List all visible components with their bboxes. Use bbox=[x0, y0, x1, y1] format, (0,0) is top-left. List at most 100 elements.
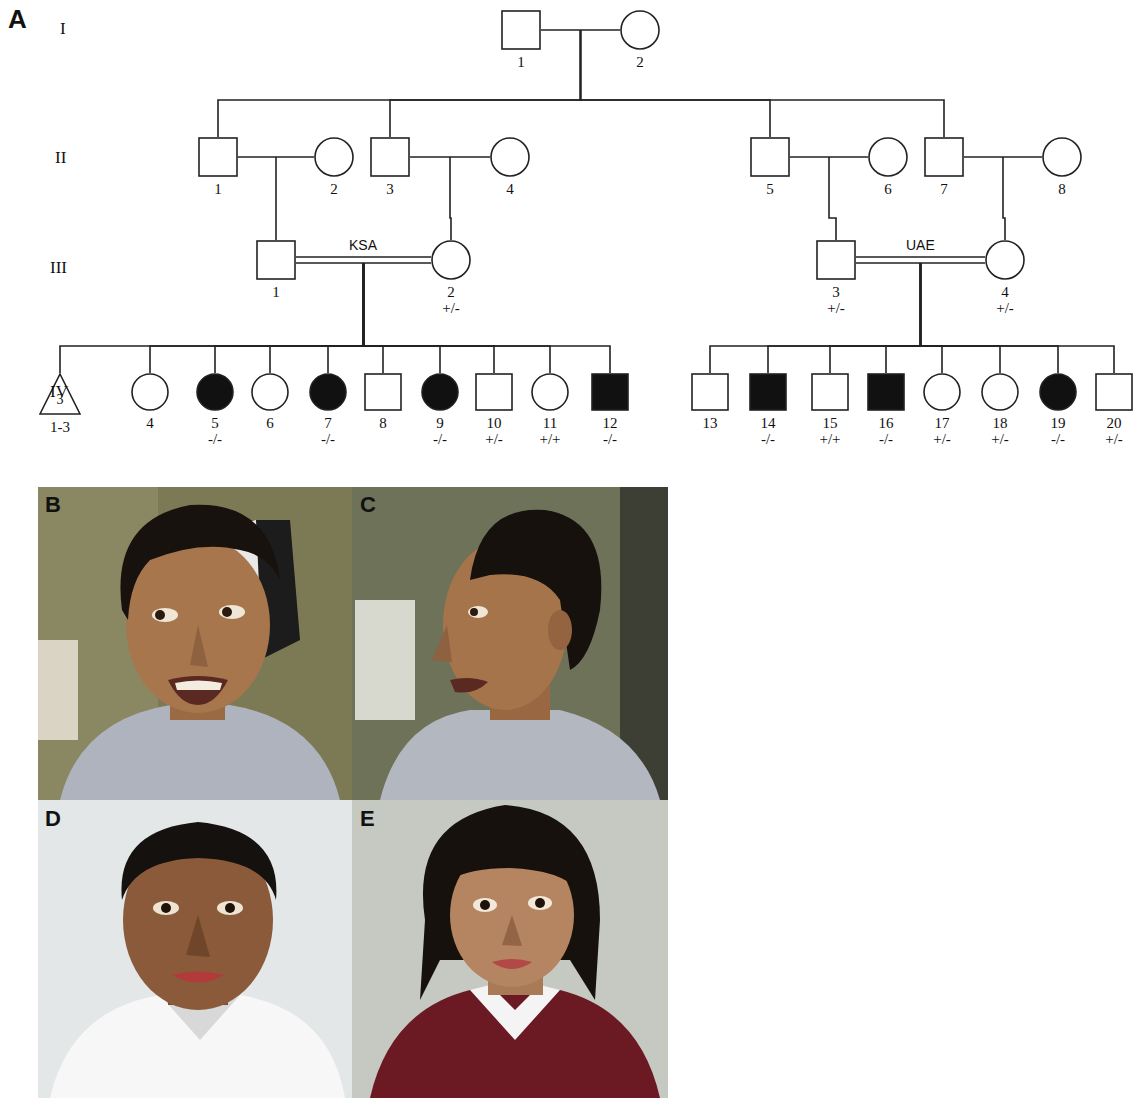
pedigree-individual: 19-/- bbox=[1039, 373, 1077, 447]
pedigree-individual: 2 bbox=[620, 10, 660, 70]
genotype: +/- bbox=[991, 431, 1009, 447]
pedigree-individual: 12-/- bbox=[591, 373, 629, 447]
pedigree-individual: 5 bbox=[750, 137, 790, 197]
pedigree-symbol bbox=[1095, 373, 1133, 411]
photo-d bbox=[38, 800, 352, 1098]
pedigree-individual: 4 bbox=[131, 373, 169, 431]
descent-line bbox=[390, 30, 581, 137]
pedigree-individual: 14-/- bbox=[749, 373, 787, 447]
pedigree-symbol bbox=[691, 373, 729, 411]
pedigree-individual: 20+/- bbox=[1095, 373, 1133, 447]
pedigree-individual: 4 bbox=[490, 137, 530, 197]
pedigree-individual: 15+/+ bbox=[811, 373, 849, 447]
descent-line bbox=[364, 263, 495, 373]
individual-number: 13 bbox=[703, 415, 718, 431]
pedigree-symbol bbox=[816, 240, 856, 280]
individual-number: 3 bbox=[386, 181, 394, 197]
pedigree-symbol bbox=[131, 373, 169, 411]
consanguineous-marriage-line bbox=[296, 257, 431, 263]
individual-number: 12 bbox=[603, 415, 618, 431]
individual-number: 2 bbox=[447, 284, 455, 300]
pedigree-symbol bbox=[501, 10, 541, 50]
genotype: +/- bbox=[442, 300, 460, 316]
pedigree-symbol bbox=[256, 240, 296, 280]
pedigree-individual: 2 bbox=[314, 137, 354, 197]
genotype: -/- bbox=[1051, 431, 1065, 447]
pedigree-individual: 9-/- bbox=[421, 373, 459, 447]
descent-line bbox=[364, 263, 384, 373]
descent-line bbox=[364, 263, 441, 373]
pedigree-individual: 7 bbox=[924, 137, 964, 197]
pedigree-individual: 6 bbox=[868, 137, 908, 197]
individual-number: 10 bbox=[487, 415, 502, 431]
genotype: +/- bbox=[1105, 431, 1123, 447]
individual-number: 7 bbox=[324, 415, 332, 431]
individual-number: 16 bbox=[879, 415, 894, 431]
individual-number: 4 bbox=[506, 181, 514, 197]
pedigree-individual: 4+/- bbox=[985, 240, 1025, 316]
pedigree-symbol bbox=[750, 137, 790, 177]
country-label: KSA bbox=[347, 238, 379, 253]
descent-line bbox=[1003, 157, 1005, 240]
individual-number: 1 bbox=[214, 181, 222, 197]
pedigree-symbol bbox=[811, 373, 849, 411]
panel-letter: B bbox=[45, 492, 61, 518]
descent-line bbox=[886, 263, 921, 373]
descent-line bbox=[921, 263, 1115, 373]
pedigree-individual: 8 bbox=[1042, 137, 1082, 197]
descent-line bbox=[710, 263, 921, 373]
individual-number: 5 bbox=[766, 181, 774, 197]
individual-number: 2 bbox=[330, 181, 338, 197]
pedigree-symbol bbox=[309, 373, 347, 411]
country-label: UAE bbox=[904, 238, 937, 253]
pedigree-symbol bbox=[198, 137, 238, 177]
pedigree-symbol bbox=[1042, 137, 1082, 177]
pedigree-individual: 2+/- bbox=[431, 240, 471, 316]
pedigree-symbol bbox=[985, 240, 1025, 280]
panel-letter: E bbox=[360, 806, 375, 832]
genotype: -/- bbox=[603, 431, 617, 447]
descent-line bbox=[921, 263, 1059, 373]
genotype: +/- bbox=[996, 300, 1014, 316]
individual-number: 6 bbox=[884, 181, 892, 197]
genotype: +/+ bbox=[819, 431, 840, 447]
pedigree-symbol bbox=[1039, 373, 1077, 411]
individual-number: 3 bbox=[832, 284, 840, 300]
individual-number: 19 bbox=[1051, 415, 1066, 431]
pedigree-symbol bbox=[923, 373, 961, 411]
individual-number: 17 bbox=[935, 415, 950, 431]
pedigree-symbol bbox=[370, 137, 410, 177]
pedigree-individual: 17+/- bbox=[923, 373, 961, 447]
pedigree-symbol bbox=[431, 240, 471, 280]
pedigree-symbol bbox=[591, 373, 629, 411]
individual-number: 6 bbox=[266, 415, 274, 431]
individual-number: 11 bbox=[543, 415, 557, 431]
pedigree-individual: 5-/- bbox=[196, 373, 234, 447]
individual-number: 5 bbox=[211, 415, 219, 431]
photo-b bbox=[38, 487, 352, 800]
genotype: -/- bbox=[321, 431, 335, 447]
panel-letter: D bbox=[45, 806, 61, 832]
pedigree-symbol bbox=[196, 373, 234, 411]
descent-line bbox=[275, 157, 277, 240]
pedigree-individual: 10+/- bbox=[475, 373, 513, 447]
pedigree-individual: 18+/- bbox=[981, 373, 1019, 447]
individual-number: 1 bbox=[517, 54, 525, 70]
pedigree-individual: 1 bbox=[198, 137, 238, 197]
individual-number: 7 bbox=[940, 181, 948, 197]
individual-number: 1-3 bbox=[50, 419, 70, 435]
descent-line bbox=[921, 263, 1001, 373]
panel-letter: A bbox=[8, 4, 27, 35]
generation-number: I bbox=[60, 19, 66, 39]
pedigree-individual: 8 bbox=[364, 373, 402, 431]
individual-number: 18 bbox=[993, 415, 1008, 431]
individual-number: 8 bbox=[1058, 181, 1066, 197]
pedigree-individual: 13 bbox=[691, 373, 729, 431]
individual-number: 20 bbox=[1107, 415, 1122, 431]
pedigree-individual: 6 bbox=[251, 373, 289, 431]
panel-letter: C bbox=[360, 492, 376, 518]
pedigree-symbol bbox=[421, 373, 459, 411]
